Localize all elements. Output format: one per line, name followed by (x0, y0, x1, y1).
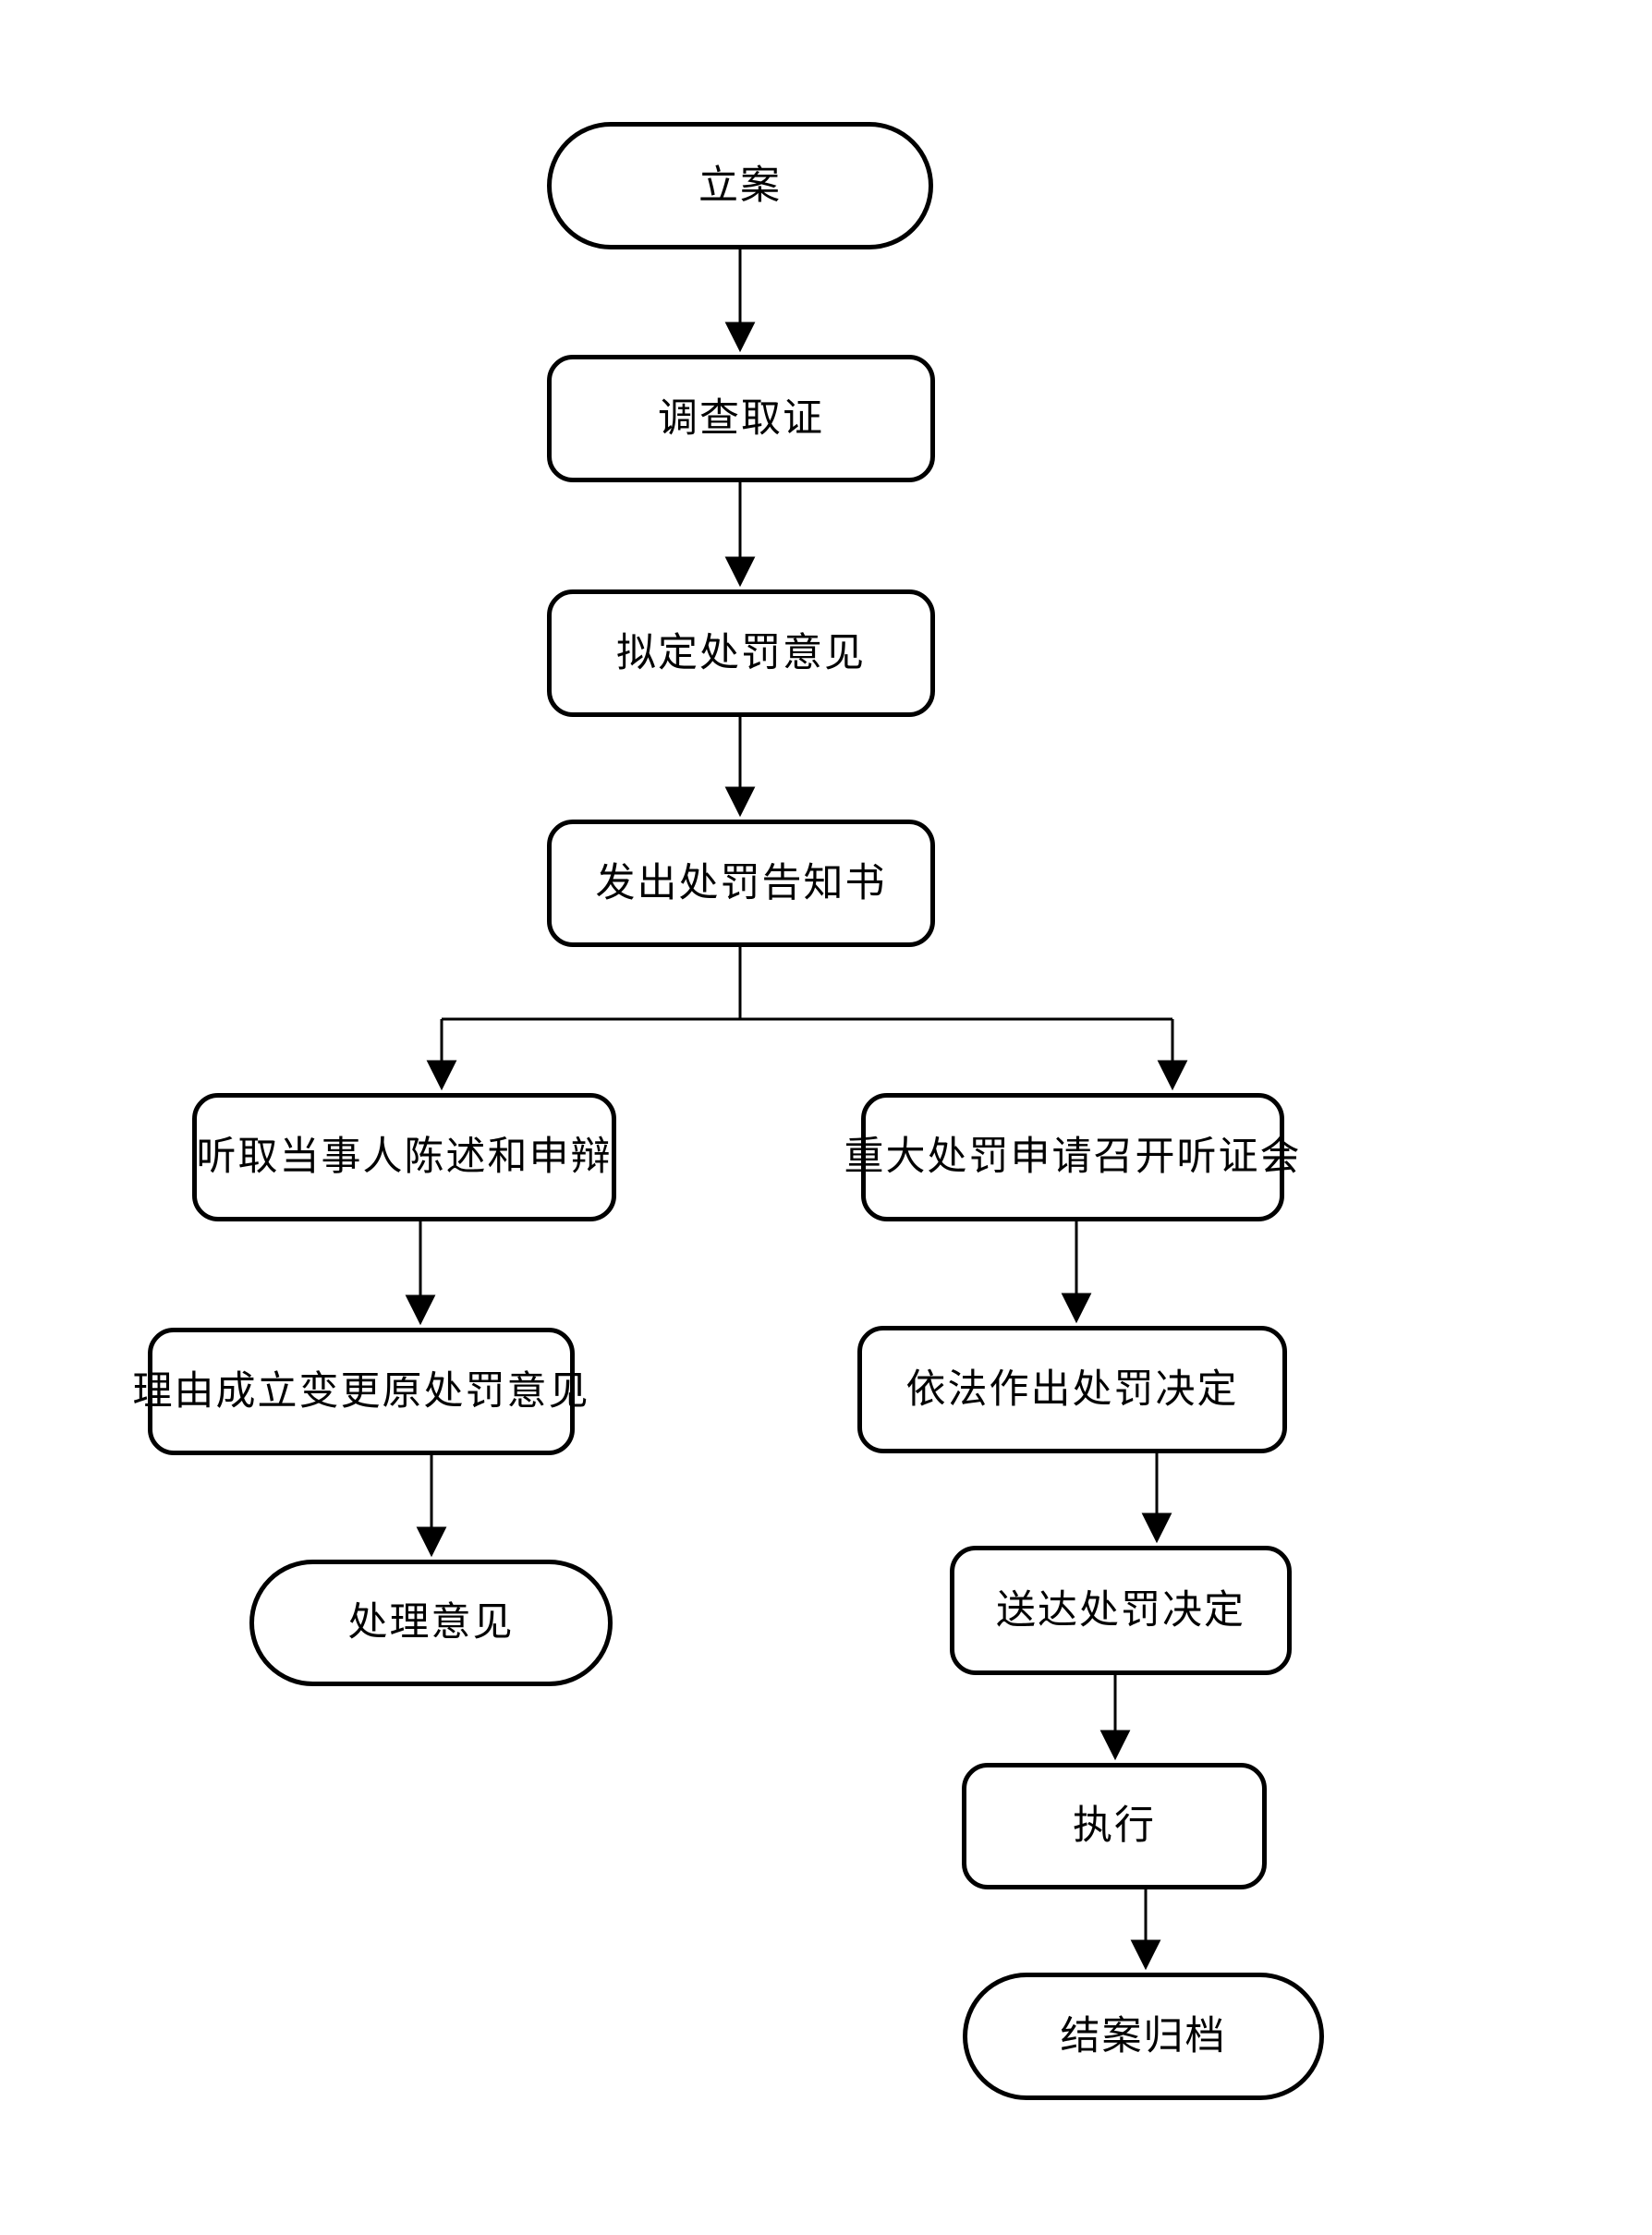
node-investigation: 调查取证 (547, 355, 935, 482)
node-execution: 执行 (962, 1763, 1267, 1889)
node-case-closing: 结案归档 (963, 1973, 1324, 2100)
node-penalty-notice: 发出处罚告知书 (547, 820, 935, 947)
node-deliver-decision: 送达处罚决定 (950, 1546, 1292, 1675)
node-change-opinion: 理由成立变更原处罚意见 (133, 1328, 589, 1455)
node-hearing-request: 重大处罚申请召开听证会 (844, 1093, 1300, 1221)
node-penalty-decision: 依法作出处罚决定 (857, 1326, 1287, 1453)
node-draft-penalty-opinion: 拟定处罚意见 (547, 589, 935, 717)
node-handling-opinion: 处理意见 (249, 1560, 613, 1686)
node-statement-defense: 听取当事人陈述和申辩 (192, 1093, 616, 1221)
node-case-filing: 立案 (547, 122, 933, 249)
